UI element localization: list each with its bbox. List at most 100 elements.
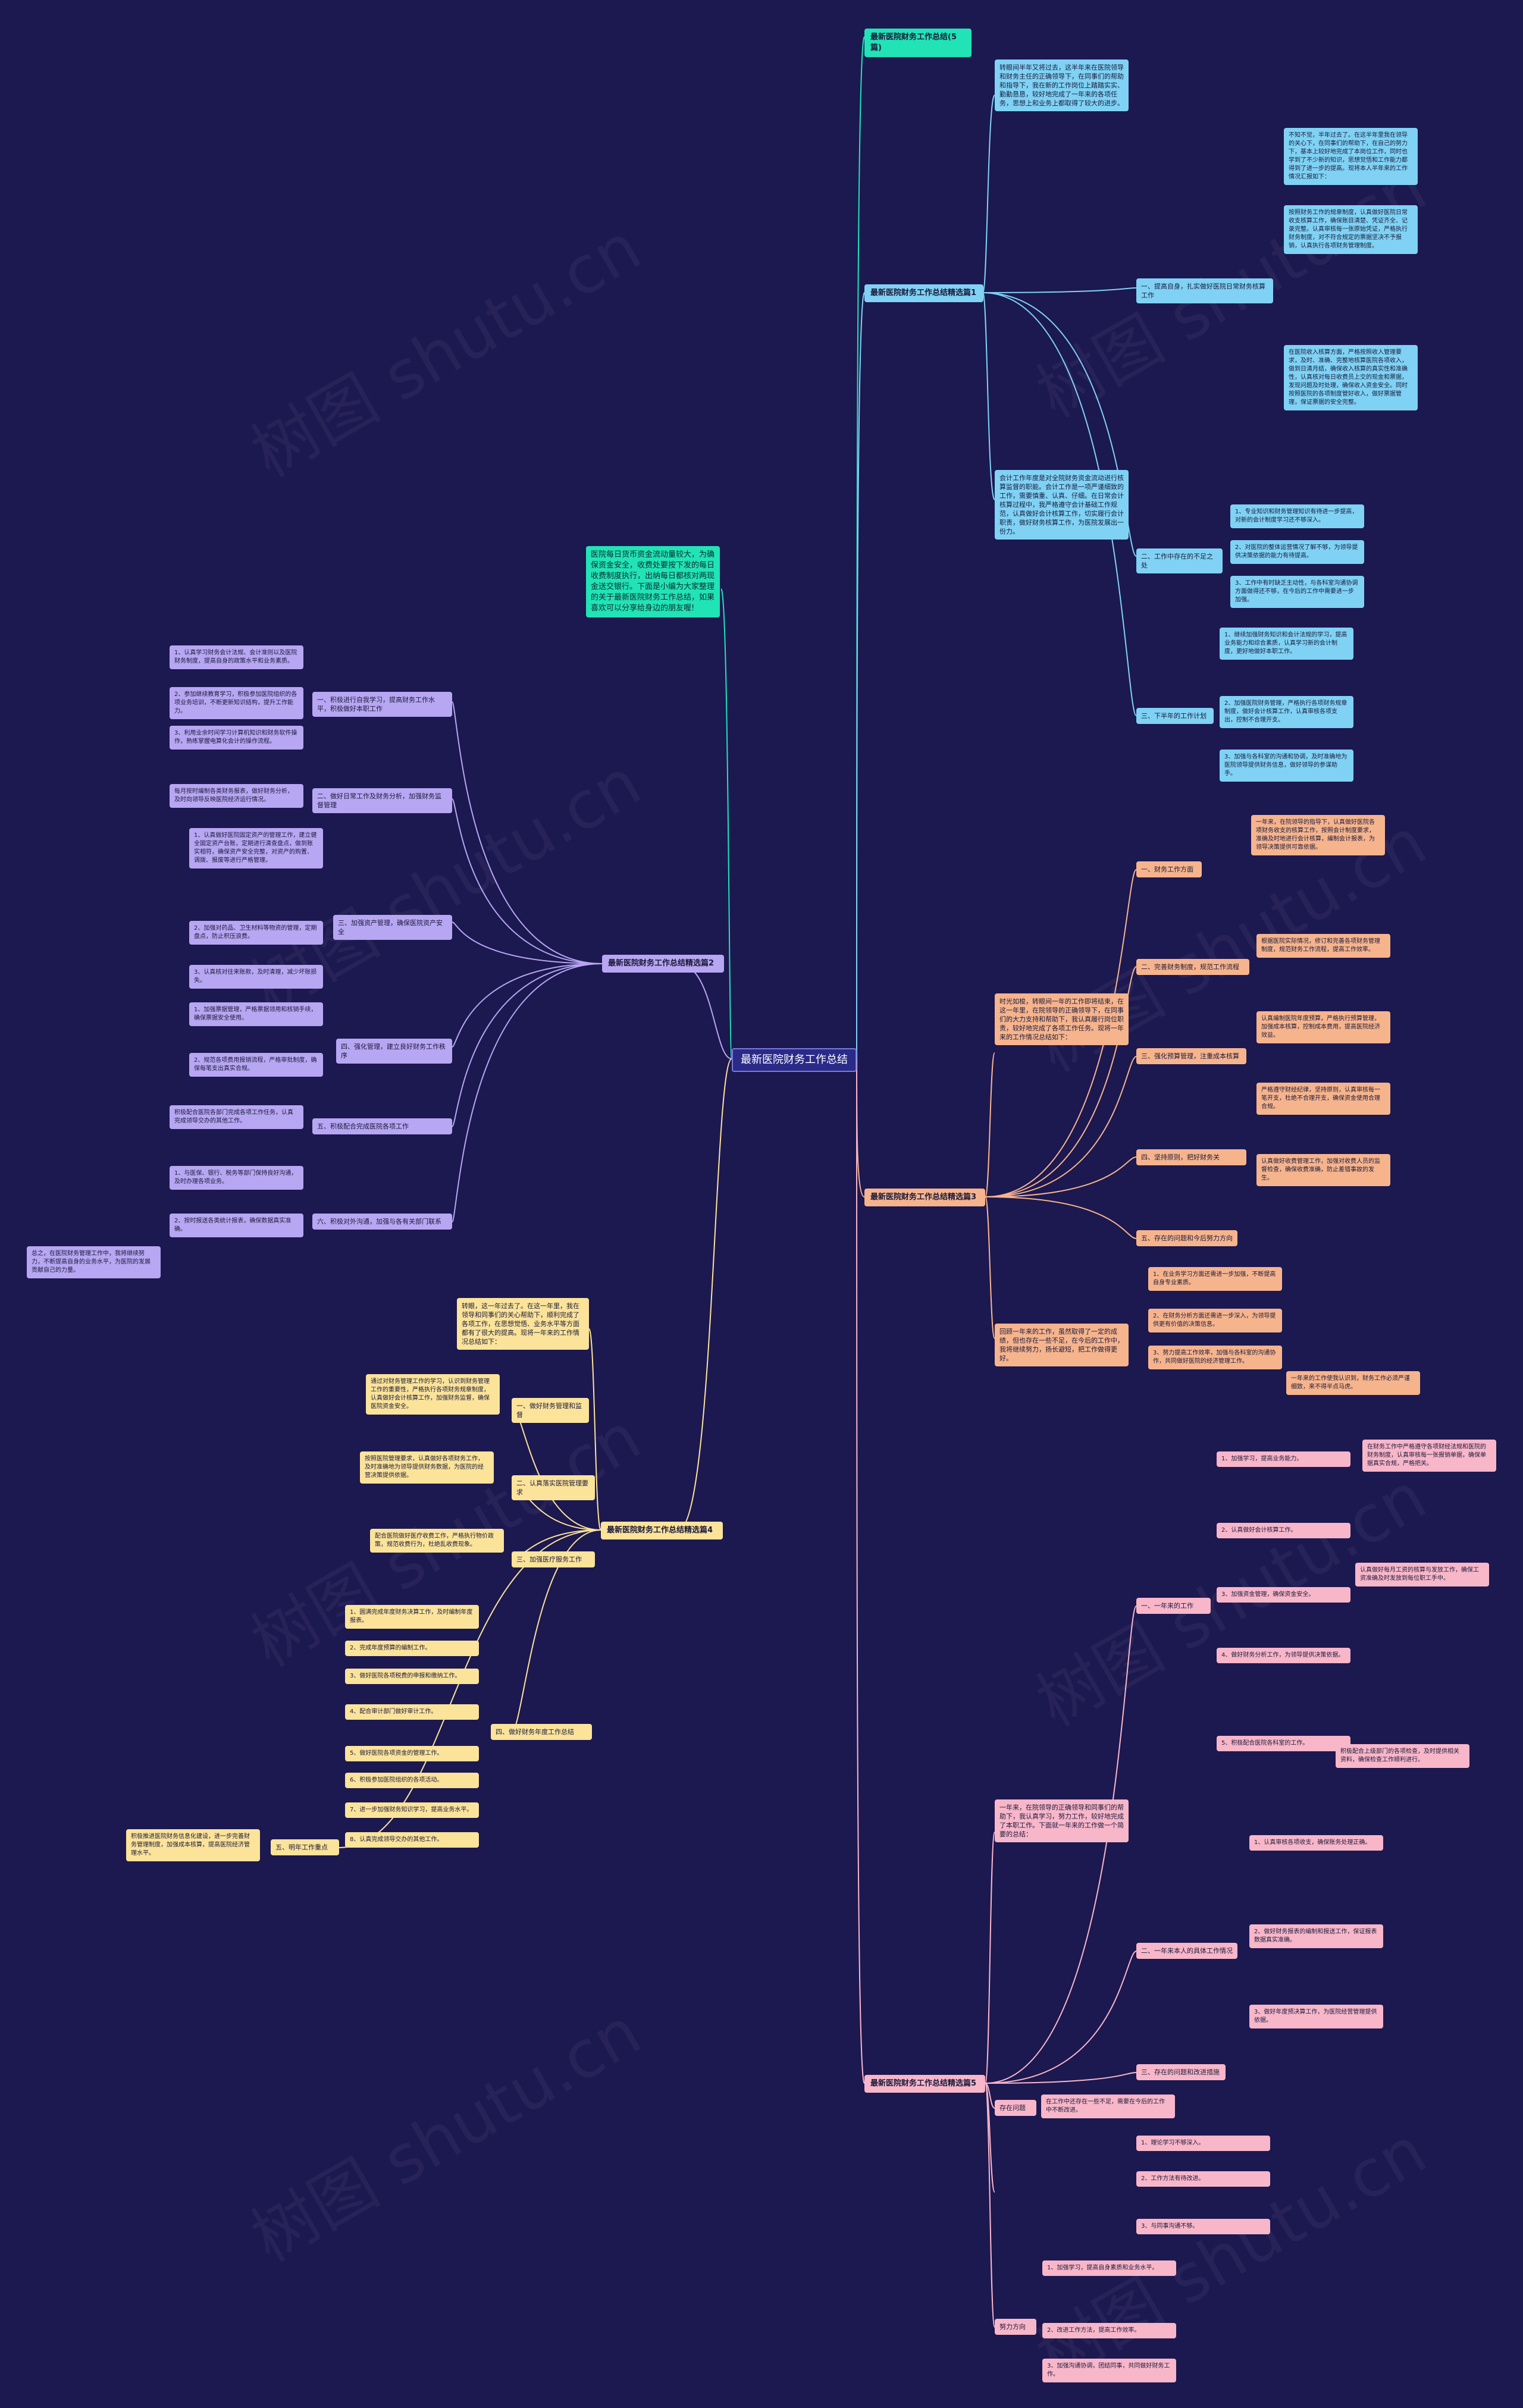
link-b6-s5 <box>985 2083 995 2328</box>
b3-subtopic-4[interactable]: 四、强化管理，建立良好财务工作秩序 <box>336 1039 452 1064</box>
b4-subtopic-3[interactable]: 三、强化预算管理，注重成本核算 <box>1136 1048 1246 1064</box>
b2-s3-leaf-3: 3、加强与各科室的沟通和协调，及时准确地为医院领导提供财务信息，做好领导的参谋助… <box>1220 750 1353 782</box>
b3-subtopic-1[interactable]: 一、积极进行自我学习，提高财务工作水平，积极做好本职工作 <box>312 692 452 717</box>
b4-s4-leaf-2: 认真做好收费管理工作，加强对收费人员的监督检查，确保收费准确，防止差错事故的发生… <box>1256 1154 1390 1186</box>
link-b3-s3 <box>452 921 603 964</box>
b6-s1-extra-2: 认真做好每月工资的核算与发放工作，确保工资准确及时发放到每位职工手中。 <box>1355 1563 1489 1586</box>
link-b6-s1 <box>985 1606 1137 2084</box>
b4-subtopic-2[interactable]: 二、完善财务制度，规范工作流程 <box>1136 959 1249 975</box>
b4-s5-leaf-4: 一年来的工作使我认识到，财务工作必须严谨细致，来不得半点马虎。 <box>1286 1371 1420 1395</box>
b5-subtopic-4[interactable]: 四、做好财务年度工作总结 <box>491 1724 592 1740</box>
link-b4-s4 <box>985 1156 1137 1197</box>
link-b4-summary <box>985 1196 995 1339</box>
b4-subtopic-1[interactable]: 一、财务工作方面 <box>1136 861 1202 877</box>
b3-s6-extra: 总之，在医院财务管理工作中，我将继续努力，不断提高自身的业务水平，为医院的发展贡… <box>27 1246 161 1278</box>
link-b3-s5 <box>452 963 603 1127</box>
b3-s4-leaf-2: 2、规范各项费用报销流程，严格审批制度，确保每笔支出真实合规。 <box>189 1053 323 1077</box>
b6-subtopic-1[interactable]: 一、一年来的工作 <box>1136 1598 1211 1614</box>
link-b5-intro <box>588 1328 601 1531</box>
b4-s4-leaf-1: 严格遵守财经纪律，坚持原则，认真审核每一笔开支，杜绝不合理开支，确保资金使用合理… <box>1256 1083 1390 1115</box>
b6-s1-extra-3: 积极配合上级部门的各项检查，及时提供相关资料，确保检查工作顺利进行。 <box>1336 1744 1469 1768</box>
link-b3 <box>678 963 732 1059</box>
b3-subtopic-2[interactable]: 二、做好日常工作及财务分析，加强财务监督管理 <box>312 788 452 813</box>
b6-subtopic-5[interactable]: 努力方向 <box>995 2319 1036 2335</box>
link-b5-s4 <box>511 1529 601 1733</box>
branch-title-2[interactable]: 最新医院财务工作总结精选篇1 <box>864 284 983 302</box>
link-b5-s5 <box>339 1529 601 1848</box>
b3-s3-leaf-1: 1、认真做好医院固定资产的管理工作，建立健全固定资产台账，定期进行清查盘点，做到… <box>189 828 323 868</box>
b5-s1-leaf-1: 通过对财务管理工作的学习，认识到财务管理工作的重要性，严格执行各项财务规章制度，… <box>366 1374 500 1415</box>
b2-s1-leaf-3: 在医院收入核算方面，严格按照收入管理要求，及时、准确、完整地核算医院各项收入，做… <box>1284 345 1418 410</box>
b4-s1-leaf-1: 一年来，在院领导的指导下，认真做好医院各项财务收支的核算工作，按照会计制度要求，… <box>1251 815 1385 855</box>
b5-subtopic-5[interactable]: 五、明年工作重点 <box>271 1839 339 1855</box>
root-topic[interactable]: 最新医院财务工作总结 <box>732 1048 857 1072</box>
b2-s1-leaf-1: 不知不觉，半年过去了。在这半年里我在领导的关心下，在同事们的帮助下，在自己的努力… <box>1284 128 1418 185</box>
branch-title-1[interactable]: 最新医院财务工作总结(5篇) <box>864 29 972 57</box>
b3-s4-leaf-1: 1、加强票据管理，严格票据领用和核销手续，确保票据安全使用。 <box>189 1002 323 1026</box>
link-b6-s3b <box>985 2083 995 2193</box>
b4-summary: 回顾一年来的工作，虽然取得了一定的成绩，但也存在一些不足，在今后的工作中，我将继… <box>995 1324 1129 1366</box>
b4-s5-leaf-3: 3、努力提高工作效率，加强与各科室的沟通协作，共同做好医院的经济管理工作。 <box>1148 1346 1282 1369</box>
b4-subtopic-5[interactable]: 五、存在的问题和今后努力方向 <box>1136 1230 1237 1246</box>
b6-intro: 一年来，在院领导的正确领导和同事们的帮助下，我认真学习，努力工作，较好地完成了本… <box>995 1799 1129 1842</box>
b2-subtopic-3[interactable]: 三、下半年的工作计划 <box>1136 708 1214 724</box>
branch-title-6[interactable]: 最新医院财务工作总结精选篇5 <box>864 2075 985 2093</box>
b2-subtopic-2[interactable]: 二、工作中存在的不足之处 <box>1136 548 1223 573</box>
link-b6-s3 <box>985 2072 1137 2084</box>
b6-s1-leaf-5: 5、积极配合医院各科室的工作。 <box>1217 1736 1350 1751</box>
b5-s4-leaf-6: 6、积极参加医院组织的各项活动。 <box>345 1773 479 1788</box>
link-b4-intro <box>985 1052 995 1197</box>
link-b6-intro <box>985 1832 995 2084</box>
link-b3-s6 <box>452 963 603 1222</box>
link-b3-s4 <box>452 963 603 1048</box>
intro-note[interactable]: 医院每日货币资金流动量较大，为确保资金安全，收费处要按下发的每日收费制度执行，出… <box>586 546 720 617</box>
b5-s3-leaf-1: 配合医院做好医疗收费工作，严格执行物价政策，规范收费行为，杜绝乱收费现象。 <box>370 1529 504 1553</box>
b5-s4-leaf-4: 4、配合审计部门做好审计工作。 <box>345 1704 479 1720</box>
b3-subtopic-5[interactable]: 五、积极配合完成医院各项工作 <box>312 1118 452 1134</box>
b3-subtopic-6[interactable]: 六、积极对外沟通，加强与各有关部门联系 <box>312 1214 452 1230</box>
b5-subtopic-3[interactable]: 三、加强医疗服务工作 <box>512 1551 595 1567</box>
link-b6 <box>856 1058 865 2084</box>
b2-s2-leaf-2: 2、对医院的整体运营情况了解不够，为领导提供决策依据的能力有待提高。 <box>1230 540 1364 564</box>
b6-subtopic-2[interactable]: 二、一年来本人的具体工作情况 <box>1136 1943 1237 1959</box>
b4-subtopic-4[interactable]: 四、坚持原则，把好财务关 <box>1136 1149 1246 1165</box>
b6-subtopic-4[interactable]: 存在问题 <box>995 2100 1036 2116</box>
b3-s3-leaf-2: 2、加强对药品、卫生材料等物资的管理，定期盘点，防止积压浪费。 <box>189 921 323 945</box>
b3-s6-leaf-1: 1、与医保、银行、税务等部门保持良好沟通，及时办理各项业务。 <box>170 1166 303 1190</box>
b6-s1-leaf-1: 1、加强学习，提高业务能力。 <box>1217 1451 1350 1467</box>
b2-s2-leaf-1: 1、专业知识和财务管理知识有待进一步提高，对新的会计制度学习还不够深入。 <box>1230 504 1364 528</box>
link-b3-s1 <box>452 701 603 964</box>
link-intro <box>720 588 732 1059</box>
b5-subtopic-1[interactable]: 一、做好财务管理和监督 <box>512 1398 589 1423</box>
b3-s3-leaf-3: 3、认真核对往来账款，及时清理，减少坏账损失。 <box>189 965 323 989</box>
b5-subtopic-2[interactable]: 二、认真落实医院管理要求 <box>512 1475 595 1500</box>
b6-s3-intro: 在工作中还存在一些不足，需要在今后的工作中不断改进。 <box>1041 2095 1175 2118</box>
b5-s5-leaf-1: 积极推进医院财务信息化建设，进一步完善财务管理制度，加强成本核算，提高医院经济管… <box>126 1829 260 1861</box>
b6-s5-leaf-1: 1、加强学习，提高自身素质和业务水平。 <box>1042 2260 1176 2276</box>
branch-title-5[interactable]: 最新医院财务工作总结精选篇4 <box>601 1522 723 1540</box>
b6-s4-leaf-1: 1、理论学习不够深入。 <box>1136 2136 1270 2151</box>
link-b2-summary <box>982 292 995 500</box>
b6-s1-extra-1: 在财务工作中严格遵守各项财经法规和医院的财务制度，认真审核每一张报销单据，确保单… <box>1362 1440 1496 1472</box>
b4-s5-leaf-1: 1、在业务学习方面还需进一步加强，不断提高自身专业素质。 <box>1148 1267 1282 1291</box>
b4-s5-leaf-2: 2、在财务分析方面还需进一步深入，为领导提供更有价值的决策信息。 <box>1148 1309 1282 1332</box>
branch-title-4[interactable]: 最新医院财务工作总结精选篇3 <box>864 1189 985 1206</box>
b3-s1-leaf-3: 3、利用业余时间学习计算机知识和财务软件操作，熟练掌握电算化会计的操作流程。 <box>170 726 303 750</box>
link-b3-s2 <box>452 798 603 964</box>
b2-subtopic-1[interactable]: 一、提高自身，扎实做好医院日常财务核算工作 <box>1136 278 1273 303</box>
branch-title-3[interactable]: 最新医院财务工作总结精选篇2 <box>602 955 724 973</box>
b6-s4-leaf-3: 3、与同事沟通不够。 <box>1136 2219 1270 2234</box>
b6-s2-leaf-3: 3、做好年度预决算工作，为医院经营管理提供依据。 <box>1249 2005 1383 2028</box>
b5-s4-leaf-2: 2、完成年度预算的编制工作。 <box>345 1641 479 1656</box>
b3-subtopic-3[interactable]: 三、加强资产管理，确保医院资产安全 <box>333 915 452 940</box>
b3-s2-leaf-1: 每月按时编制各类财务报表，做好财务分析，及时向领导反映医院经济运行情况。 <box>170 784 303 808</box>
link-b4-s5 <box>985 1196 1137 1239</box>
b6-subtopic-3[interactable]: 三、存在的问题和改进措施 <box>1136 2064 1226 2080</box>
b2-s1-leaf-2: 按照财务工作的规章制度，认真做好医院日常收支核算工作，确保账目清楚、凭证齐全、记… <box>1284 205 1418 254</box>
link-b4 <box>856 1058 865 1197</box>
b5-s4-leaf-8: 8、认真完成领导交办的其他工作。 <box>345 1832 479 1848</box>
b5-intro: 转眼，这一年过去了。在这一年里，我在领导和同事们的关心帮助下，顺利完成了各项工作… <box>457 1298 589 1350</box>
b6-s1-leaf-2: 2、认真做好会计核算工作。 <box>1217 1523 1350 1538</box>
b4-intro: 时光如梭，转眼间一年的工作即将结束，在这一年里，在院领导的正确领导下，在同事们的… <box>995 993 1129 1045</box>
b5-s2-leaf-1: 按照医院管理要求，认真做好各项财务工作，及时准确地为领导提供财务数据，为医院的经… <box>360 1451 494 1484</box>
